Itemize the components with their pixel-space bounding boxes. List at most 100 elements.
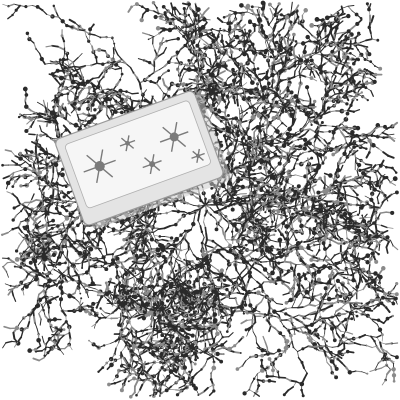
crystal-branch [48,73,56,77]
crystal-branch [100,91,107,96]
crystal-branch [185,64,194,67]
crystal-node [320,121,324,124]
crystal-branch [66,98,73,106]
crystal-branch [67,58,74,63]
crystal-node [248,29,252,33]
crystal-node [198,32,204,37]
crystal-branch [245,34,249,42]
crystal-branch [207,34,214,41]
crystal-branch [116,102,123,109]
crystal-branch [65,111,71,117]
crystal-branch [213,100,218,106]
crystal-branch [45,45,53,48]
crystal-branch [127,97,134,102]
crystal-branch [211,28,219,32]
crystal-node [58,58,62,62]
crystal-branch [222,89,230,94]
crystal-node [323,156,328,160]
crystal-branch [202,50,207,57]
crystal-branch [152,43,156,51]
crystal-branch [67,59,70,66]
crystal-node [245,3,251,9]
crystal-branch [105,113,111,121]
crystal-branch [208,57,212,66]
crystal-branch [2,3,9,7]
crystal-branch [266,84,269,92]
crystal-branch [225,51,231,58]
crystal-branch [38,112,47,116]
crystal-node [245,111,248,114]
crystal-node [263,51,268,55]
crystal-node [238,162,241,164]
crystal-node [222,15,226,19]
crystal-node [237,128,240,131]
crystal-branch [88,114,96,117]
crystal-branch [19,5,27,7]
crystal-branch [159,65,166,71]
crystal-node [92,23,95,26]
crystal-branch [227,74,234,79]
crystal-branch [73,92,77,100]
crystal-branch [79,68,83,75]
crystal-branch [249,100,253,107]
crystal-node [246,147,251,152]
crystal-node [64,128,68,132]
crystal-branch [233,55,241,60]
crystal-branch [80,86,85,93]
crystal-branch [140,88,143,96]
crystal-node [137,92,139,95]
crystal-branch [85,93,90,100]
crystal-node [271,115,276,121]
crystal-node [233,116,239,121]
crystal-branch [153,48,158,56]
crystal-node [274,229,277,233]
crystal-branch [70,79,78,82]
crystal-branch [149,80,158,85]
crystal-branch [233,96,236,105]
crystal-branch [258,72,266,76]
crystal-node [302,146,307,151]
crystal-branch [57,45,65,51]
crystal-branch [138,82,142,90]
crystal-branch [116,91,124,96]
crystal-branch [227,17,230,24]
crystal-node [250,115,256,120]
crystal-branch [84,64,92,67]
crystal-branch [77,90,82,98]
crystal-branch [111,108,117,116]
crystal-node [289,90,294,95]
crystal-node [345,111,350,116]
crystal-node [175,50,180,55]
crystal-branch [158,18,166,22]
crystal-node [250,80,255,85]
crystal-branch [212,42,216,50]
crystal-branch [85,35,90,42]
crystal-branch [214,42,220,49]
crystal-node [294,40,298,43]
crystal-branch [239,152,247,155]
crystal-branch [211,88,219,91]
crystal-node [230,83,233,86]
crystal-branch [129,66,135,74]
crystal-branch [218,111,226,113]
crystal-branch [108,113,114,121]
crystal-branch [284,55,287,64]
crystal-branch [75,101,84,105]
crystal-node [155,26,161,31]
crystal-branch [200,11,206,19]
crystal-branch [70,103,77,111]
crystal-branch [148,71,155,77]
crystal-branch [271,77,274,85]
crystal-branch [83,29,90,35]
crystal-node [292,46,295,50]
crystal-branch [177,88,185,91]
crystal-branch [217,46,223,54]
crystal-node [346,29,351,34]
crystal-node [240,115,244,119]
crystal-branch [238,40,247,44]
crystal-branch [206,94,208,102]
crystal-node [337,239,340,242]
crystal-node [251,128,254,131]
crystal-branch [298,70,301,79]
crystal-branch [68,73,72,82]
